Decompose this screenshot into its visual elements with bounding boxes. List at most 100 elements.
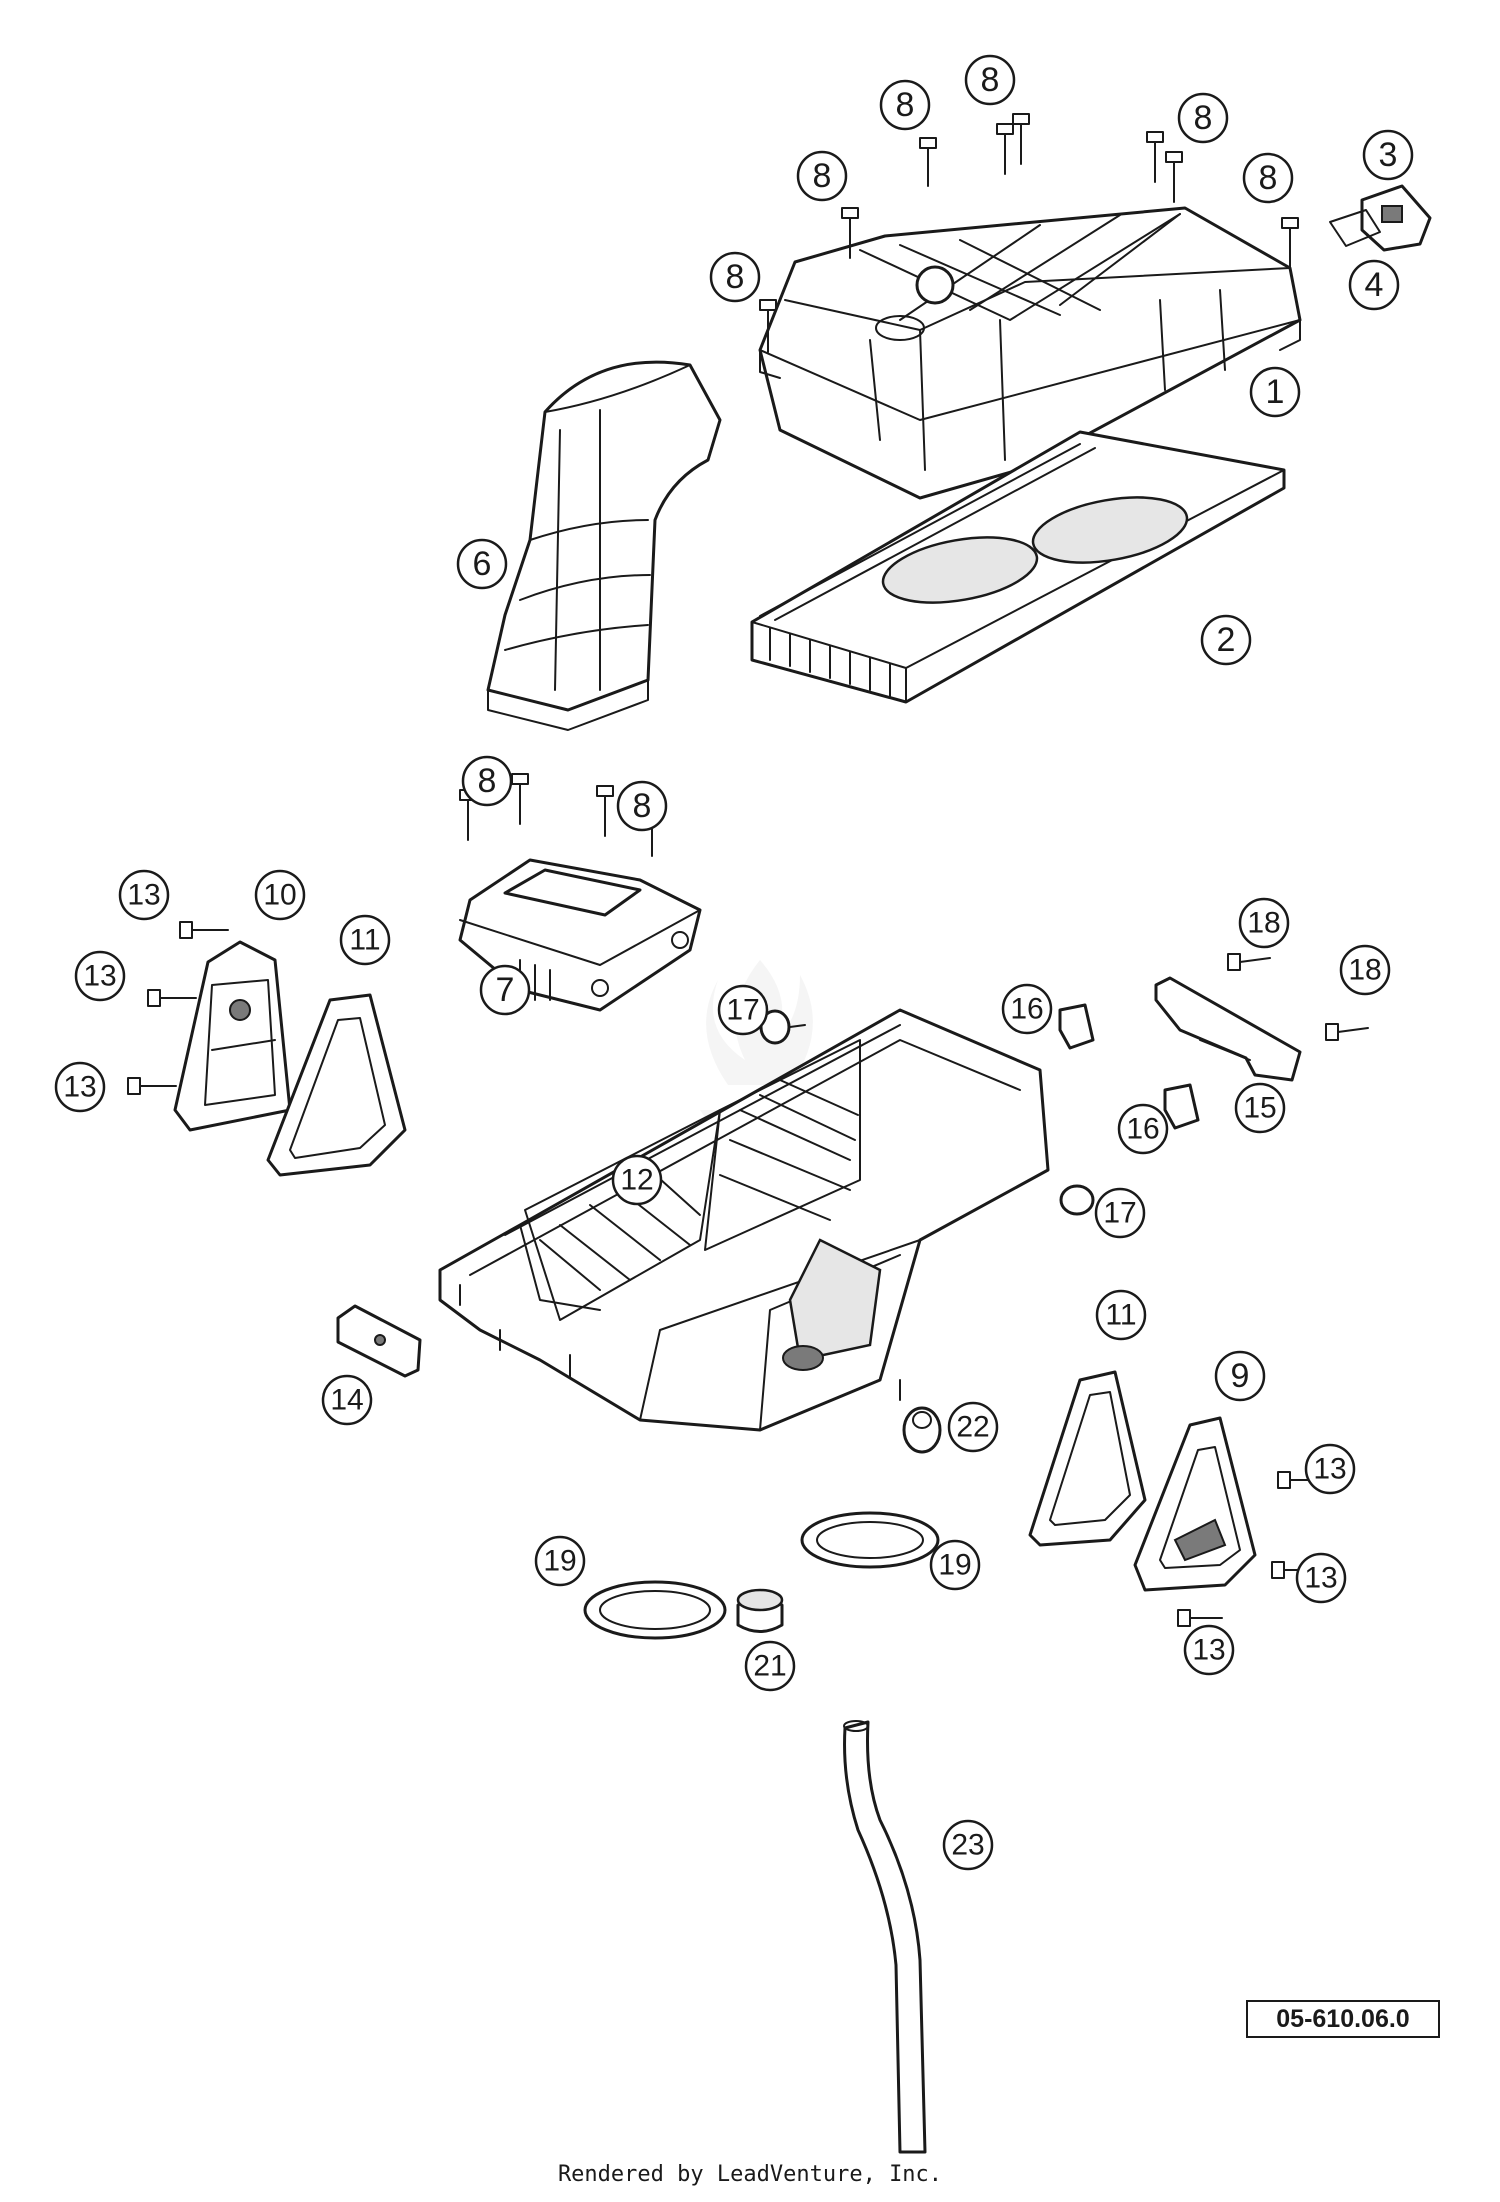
callout-19-b-label: 19 — [938, 1549, 971, 1582]
callout-7-label: 7 — [496, 971, 515, 1009]
callout-16-b-label: 16 — [1126, 1113, 1159, 1146]
callout-17-a-label: 17 — [726, 994, 759, 1027]
callout-2-label: 2 — [1217, 621, 1236, 659]
callout-22: 22 — [947, 1401, 999, 1453]
callout-8-b: 8 — [796, 150, 848, 202]
callout-8-e: 8 — [1177, 92, 1229, 144]
callout-18-b: 18 — [1339, 944, 1391, 996]
callout-1-label: 1 — [1266, 373, 1285, 411]
lid-screws[interactable] — [759, 113, 1299, 353]
intake-boot-part[interactable] — [486, 360, 722, 731]
callout-8-h-label: 8 — [633, 787, 652, 825]
callout-8-d-label: 8 — [981, 61, 1000, 99]
callout-13-d-label: 13 — [1313, 1453, 1346, 1486]
callout-3-label: 3 — [1379, 136, 1398, 174]
callout-17-b: 17 — [1094, 1187, 1146, 1239]
callout-8-h: 8 — [616, 780, 668, 832]
callout-23-label: 23 — [951, 1829, 984, 1862]
callout-13-f-label: 13 — [1192, 1634, 1225, 1667]
callout-21-label: 21 — [753, 1650, 786, 1683]
callout-13-f: 13 — [1183, 1624, 1235, 1676]
callout-11-a: 11 — [339, 914, 391, 966]
callout-18-a: 18 — [1238, 897, 1290, 949]
left-side-cover-part[interactable] — [173, 940, 292, 1132]
callout-8-g: 8 — [461, 755, 513, 807]
callout-8-b-label: 8 — [813, 157, 832, 195]
callout-8-c: 8 — [879, 79, 931, 131]
callout-8-e-label: 8 — [1194, 99, 1213, 137]
bracket-part[interactable] — [1154, 976, 1302, 1082]
callout-15: 15 — [1234, 1082, 1286, 1134]
air-filter-part[interactable] — [750, 430, 1286, 704]
bracket-screws[interactable] — [1227, 953, 1369, 1041]
callout-3: 3 — [1362, 129, 1414, 181]
callout-16-b: 16 — [1117, 1103, 1169, 1155]
callout-16-a-label: 16 — [1010, 993, 1043, 1026]
callout-14: 14 — [321, 1374, 373, 1426]
callout-19-a-label: 19 — [543, 1545, 576, 1578]
callout-6: 6 — [456, 538, 508, 590]
callout-13-a-label: 13 — [127, 879, 160, 912]
callout-8-a-label: 8 — [726, 258, 745, 296]
callout-13-c: 13 — [54, 1061, 106, 1113]
callout-21: 21 — [744, 1640, 796, 1692]
housing-clip-part[interactable] — [336, 1304, 422, 1378]
callout-14-label: 14 — [330, 1384, 363, 1417]
callout-8-d: 8 — [964, 54, 1016, 106]
callout-22-label: 22 — [956, 1411, 989, 1444]
callout-11-b-label: 11 — [1105, 1299, 1136, 1332]
callout-9: 9 — [1214, 1350, 1266, 1402]
callout-8-a: 8 — [709, 251, 761, 303]
callout-13-d: 13 — [1304, 1443, 1356, 1495]
left-cover-screws[interactable] — [127, 921, 229, 1095]
footer-credit: Rendered by LeadVenture, Inc. — [557, 2162, 943, 2187]
callout-8-g-label: 8 — [478, 762, 497, 800]
callout-4-label: 4 — [1365, 266, 1384, 304]
callout-12: 12 — [611, 1154, 663, 1206]
callout-10-label: 10 — [263, 879, 296, 912]
vent-gasket-part[interactable] — [1329, 209, 1381, 247]
callout-18-b-label: 18 — [1348, 954, 1381, 987]
airbox-housing-part[interactable] — [438, 1008, 1050, 1432]
rubber-grommets[interactable] — [759, 1009, 1095, 1216]
callout-23: 23 — [942, 1819, 994, 1871]
callout-13-e: 13 — [1295, 1552, 1347, 1604]
callout-1: 1 — [1249, 366, 1301, 418]
callout-11-a-label: 11 — [349, 924, 380, 957]
callout-4: 4 — [1348, 259, 1400, 311]
diagram-reference-code: 05-610.06.0 — [1246, 2000, 1440, 2038]
callout-13-a: 13 — [118, 869, 170, 921]
callout-6-label: 6 — [473, 545, 492, 583]
vent-cap-part[interactable] — [1360, 184, 1432, 252]
callout-18-a-label: 18 — [1247, 907, 1280, 940]
callout-13-b-label: 13 — [83, 960, 116, 993]
callout-17-a: 17 — [717, 984, 769, 1036]
airbox-cover-part[interactable] — [758, 206, 1302, 500]
callout-8-f-label: 8 — [1259, 159, 1278, 197]
left-side-gasket-part[interactable] — [266, 993, 407, 1177]
callout-8-c-label: 8 — [896, 86, 915, 124]
callout-12-label: 12 — [620, 1164, 653, 1197]
seal-rings[interactable] — [583, 1511, 940, 1640]
drain-hose-part[interactable] — [843, 1720, 927, 2154]
callout-9-label: 9 — [1231, 1357, 1250, 1395]
callout-13-e-label: 13 — [1304, 1562, 1337, 1595]
callout-13-c-label: 13 — [63, 1071, 96, 1104]
drain-plug-part[interactable] — [736, 1588, 784, 1633]
callout-7: 7 — [479, 964, 531, 1016]
callout-11-b: 11 — [1095, 1289, 1147, 1341]
callout-2: 2 — [1200, 614, 1252, 666]
right-side-cover-part[interactable] — [1133, 1416, 1257, 1592]
callout-10: 10 — [254, 869, 306, 921]
right-side-gasket-part[interactable] — [1028, 1370, 1147, 1547]
callout-17-b-label: 17 — [1103, 1197, 1136, 1230]
callout-16-a: 16 — [1001, 983, 1053, 1035]
callout-15-label: 15 — [1243, 1092, 1276, 1125]
check-valve-part[interactable] — [902, 1406, 942, 1454]
speed-nuts[interactable] — [1058, 1003, 1200, 1130]
callout-13-b: 13 — [74, 950, 126, 1002]
callout-19-b: 19 — [929, 1539, 981, 1591]
callout-8-f: 8 — [1242, 152, 1294, 204]
callout-19-a: 19 — [534, 1535, 586, 1587]
